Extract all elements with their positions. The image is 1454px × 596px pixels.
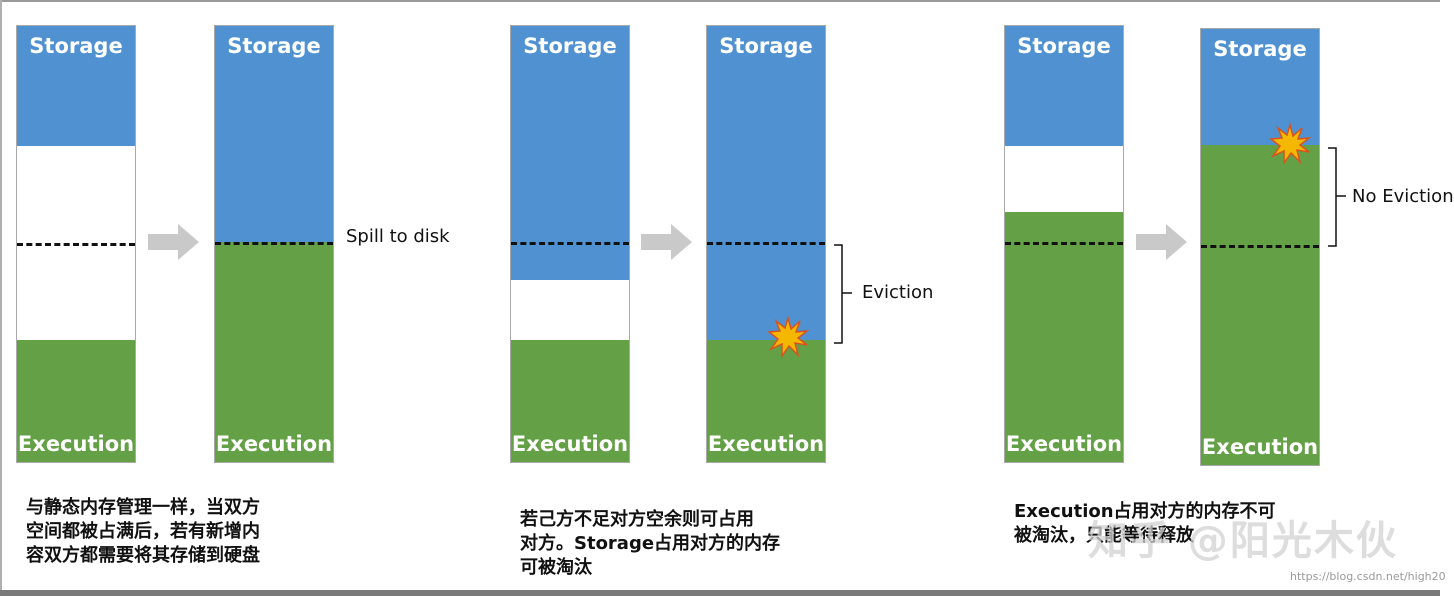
execution-label: Execution [1201, 435, 1319, 459]
boundary-line [707, 242, 825, 245]
eviction-bracket [834, 244, 852, 344]
storage-region [1005, 26, 1123, 146]
caption-line: 若己方不足对方空余则可占用 [520, 509, 754, 530]
top-border [0, 0, 1440, 2]
no-eviction-bracket [1328, 147, 1346, 247]
execution-region [707, 340, 825, 462]
execution-region [215, 242, 333, 462]
bottom-border [0, 590, 1440, 596]
no-eviction-label: No Eviction [1352, 186, 1454, 207]
memory-column-before: Storage Execution [510, 25, 630, 463]
zhihu-watermark: 知乎 @阳光木伙 [1088, 518, 1398, 564]
caption-line: 空间都被占满后，若有新增内 [26, 521, 260, 542]
csdn-watermark: https://blog.csdn.net/high20 [1290, 570, 1446, 583]
boundary-line [17, 243, 135, 246]
boundary-line [511, 242, 629, 245]
execution-label: Execution [1005, 432, 1123, 456]
storage-label: Storage [523, 34, 617, 58]
boundary-line [1201, 245, 1319, 248]
storage-label: Storage [29, 34, 123, 58]
boundary-line [1005, 242, 1123, 245]
execution-label: Execution [17, 432, 135, 456]
storage-label: Storage [719, 34, 813, 58]
storage-region [17, 26, 135, 146]
storage-region [511, 26, 629, 280]
execution-region [17, 340, 135, 462]
caption-line: Execution占用对方的内存不可 [1014, 501, 1276, 522]
caption-line: 对方。Storage占用对方的内存 [520, 533, 781, 554]
caption: 与静态内存管理一样，当双方 空间都被占满后，若有新增内 容双方都需要将其存储到硬… [26, 496, 260, 568]
caption-line: 被淘汰，只能等待释放 [1014, 525, 1194, 546]
right-arrow-icon [1136, 224, 1187, 260]
execution-region [1201, 145, 1319, 465]
storage-label: Storage [1017, 34, 1111, 58]
storage-region [707, 26, 825, 342]
caption-line: 容双方都需要将其存储到硬盘 [26, 545, 260, 566]
left-border [0, 0, 2, 596]
explosion-icon [767, 315, 810, 359]
storage-label: Storage [1213, 37, 1307, 61]
execution-region [1005, 212, 1123, 462]
execution-label: Execution [511, 432, 629, 456]
storage-region [215, 26, 333, 244]
caption: Execution占用对方的内存不可 被淘汰，只能等待释放 [1014, 500, 1276, 548]
execution-label: Execution [707, 432, 825, 456]
caption-line: 可被淘汰 [520, 557, 592, 578]
storage-label: Storage [227, 34, 321, 58]
memory-column-after: Storage Execution [1200, 28, 1320, 466]
boundary-line [215, 242, 333, 245]
execution-region [511, 340, 629, 462]
execution-label: Execution [215, 432, 333, 456]
storage-region [1201, 29, 1319, 147]
caption: 若己方不足对方空余则可占用 对方。Storage占用对方的内存 可被淘汰 [520, 508, 780, 580]
eviction-label: Eviction [862, 282, 934, 303]
caption-line: 与静态内存管理一样，当双方 [26, 497, 260, 518]
explosion-icon [1269, 122, 1312, 166]
right-arrow-icon [641, 224, 692, 260]
right-arrow-icon [148, 224, 199, 260]
spill-to-disk-label: Spill to disk [346, 226, 450, 247]
